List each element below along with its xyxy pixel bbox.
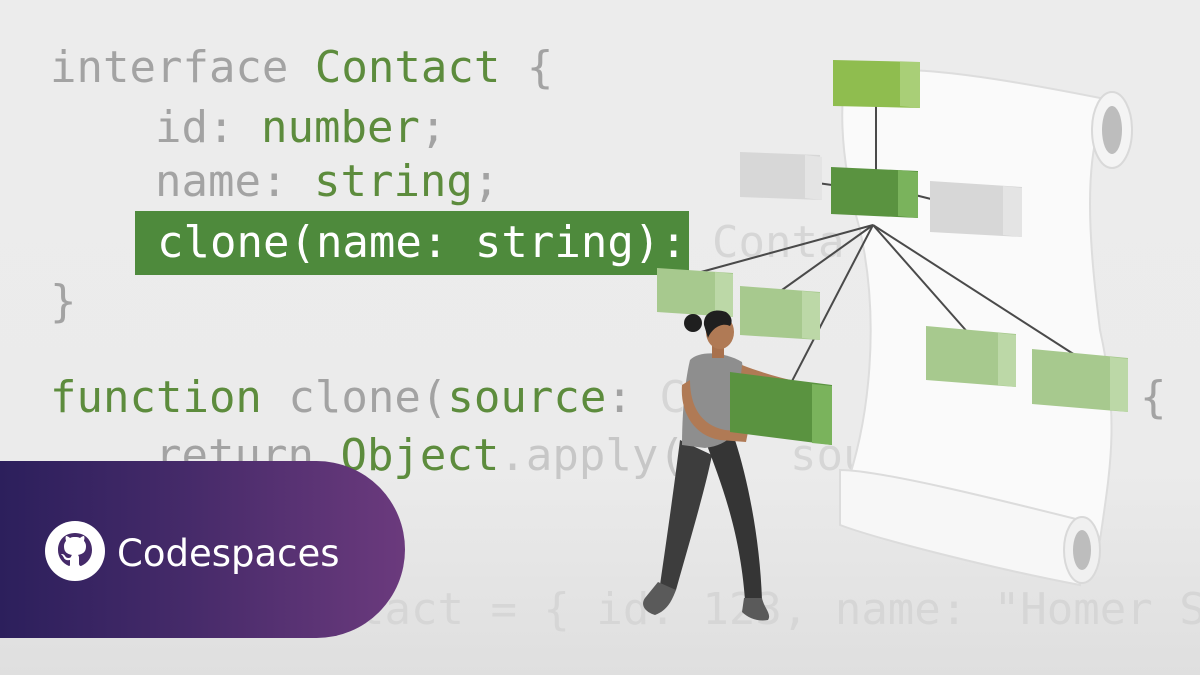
function-name: clone — [288, 372, 421, 423]
type-number: number — [260, 102, 420, 153]
param-source: source — [447, 372, 607, 423]
block-left-grey — [740, 152, 822, 200]
block-right-grey — [930, 181, 1022, 237]
diagram-blocks — [657, 60, 1128, 412]
code-highlight — [135, 211, 689, 275]
code-line-2: id: number; — [155, 98, 446, 158]
semicolon: ; — [472, 156, 500, 207]
interface-name: Contact — [314, 42, 501, 93]
diagram-connectors — [689, 100, 1076, 386]
code-line-1: interface Contact { — [50, 38, 553, 98]
person-illustration — [643, 310, 832, 621]
keyword-interface: interface — [50, 42, 289, 93]
block-center — [831, 167, 918, 218]
badge-label: Codespaces — [117, 532, 340, 575]
prop-name: name — [155, 156, 261, 207]
keyword-function: function — [50, 372, 262, 423]
open-paren: ( — [420, 372, 448, 423]
method-apply: .apply( — [499, 430, 685, 481]
colon: : — [207, 102, 235, 153]
block-child-4 — [1032, 349, 1128, 412]
code-line-5: } — [50, 272, 77, 332]
open-brace: { — [526, 42, 554, 93]
block-top — [833, 60, 920, 108]
colon: : — [260, 156, 288, 207]
type-string: string — [313, 156, 473, 207]
highlighted-method: clone(name: string): — [157, 217, 687, 268]
block-child-3 — [926, 326, 1016, 387]
prop-id: id — [155, 102, 208, 153]
object-name: Object — [340, 430, 500, 481]
semicolon: ; — [419, 102, 447, 153]
block-child-1 — [657, 268, 733, 317]
colon: : — [606, 372, 633, 423]
scroll-paper — [839, 68, 1133, 587]
close-brace: } — [50, 276, 77, 327]
github-icon — [45, 521, 105, 581]
code-line-4: clone(name: string): — [157, 213, 687, 273]
block-child-2 — [740, 286, 820, 340]
code-line-6-brace: { — [1140, 372, 1167, 423]
code-line-3: name: string; — [155, 152, 499, 212]
code-line-4-faded: Conta — [712, 217, 845, 268]
